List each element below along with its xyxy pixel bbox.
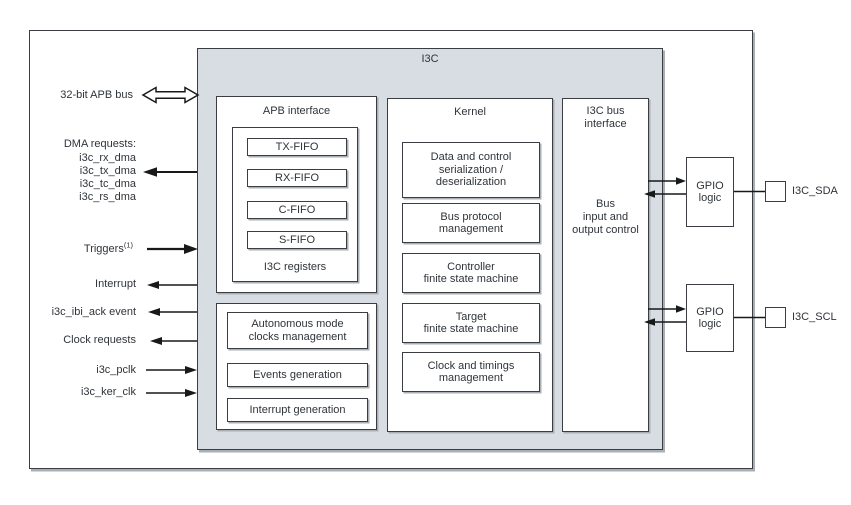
bus-io-control-label: Bus input and output control [572, 198, 639, 236]
tx-fifo-box: TX-FIFO [247, 138, 347, 156]
clock-requests-label: Clock requests [63, 334, 136, 346]
bus-protocol-box: Bus protocol management [402, 203, 540, 243]
dma-item-rx: i3c_rx_dma [79, 152, 136, 164]
c-fifo-box: C-FIFO [247, 201, 347, 219]
kernel-title: Kernel [454, 106, 486, 118]
i3c-sda-label: I3C_SDA [792, 185, 838, 197]
interrupt-label: Interrupt [95, 278, 136, 290]
i3c-bus-interface-box [562, 98, 649, 432]
autonomous-clocks-box: Autonomous mode clocks management [227, 312, 368, 349]
dma-item-rs: i3c_rs_dma [79, 191, 136, 203]
dma-item-tx: i3c_tx_dma [79, 165, 136, 177]
s-fifo-box: S-FIFO [247, 231, 347, 249]
events-generation-box: Events generation [227, 363, 368, 387]
ibi-ack-label: i3c_ibi_ack event [51, 306, 136, 318]
target-fsm-box: Target finite state machine [402, 303, 540, 343]
i3c-sda-pad [765, 181, 786, 202]
i3c-registers-label: I3C registers [263, 261, 327, 273]
dma-item-tc: i3c_tc_dma [79, 178, 136, 190]
rx-fifo-box: RX-FIFO [247, 169, 347, 187]
gpio-logic-sda-box: GPIO logic [686, 157, 734, 227]
apb-bus-label: 32-bit APB bus [60, 89, 133, 101]
clock-timings-box: Clock and timings management [402, 352, 540, 392]
interrupt-generation-box: Interrupt generation [227, 398, 368, 422]
triggers-label: Triggers(1) [83, 240, 133, 255]
i3c-scl-pad [765, 307, 786, 328]
i3c-bus-interface-title: I3C bus interface [584, 105, 627, 130]
ker-clk-label: i3c_ker_clk [80, 386, 136, 398]
gpio-logic-scl-box: GPIO logic [686, 284, 734, 352]
triggers-footnote-marker: (1) [123, 240, 133, 250]
apb-interface-title: APB interface [262, 105, 331, 117]
i3c-block-title: I3C [421, 53, 439, 65]
pclk-label: i3c_pclk [96, 364, 136, 376]
controller-fsm-box: Controller finite state machine [402, 253, 540, 293]
dma-requests-label: DMA requests: [63, 138, 136, 150]
serialization-box: Data and control serialization / deseria… [402, 142, 540, 198]
i3c-scl-label: I3C_SCL [792, 311, 837, 323]
